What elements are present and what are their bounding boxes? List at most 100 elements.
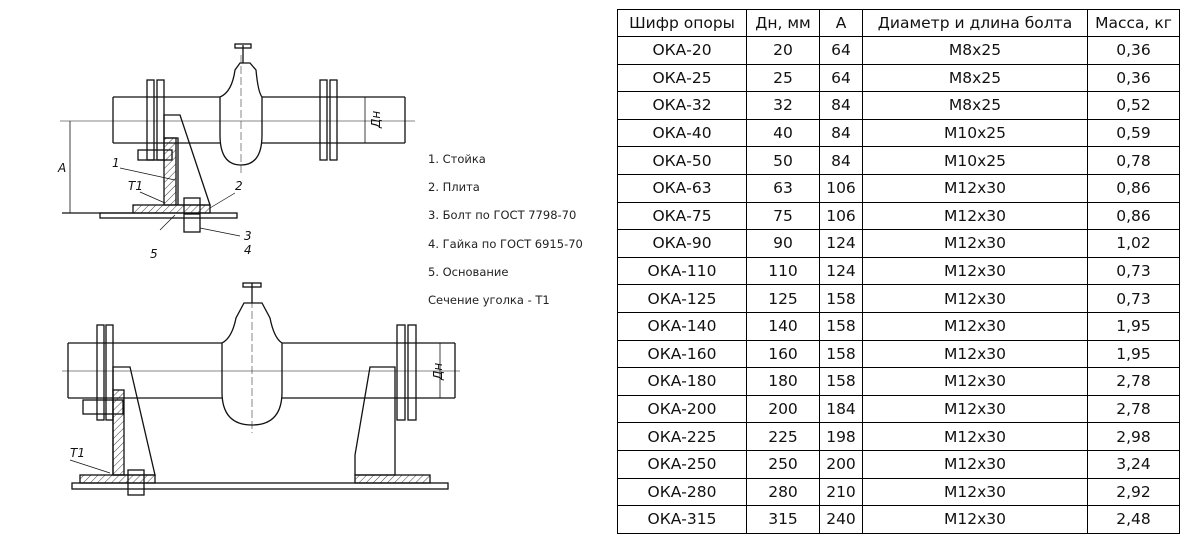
table-cell: 0,78 bbox=[1087, 146, 1180, 175]
table-cell: 0,73 bbox=[1087, 284, 1180, 313]
table-cell: ОКА-20 bbox=[617, 36, 747, 65]
legend-item: 5. Основание bbox=[428, 264, 509, 279]
table-cell: M10x25 bbox=[862, 146, 1088, 175]
part-1-label: 1 bbox=[112, 156, 120, 170]
legend-item: 2. Плита bbox=[428, 180, 480, 195]
table-cell: ОКА-180 bbox=[617, 367, 747, 396]
dim-dn-label-bottom: Дн bbox=[431, 363, 445, 381]
table-cell: M12x30 bbox=[862, 422, 1088, 451]
table-cell: 0,36 bbox=[1087, 63, 1180, 93]
column-header: А bbox=[819, 9, 863, 37]
table-cell: 158 bbox=[819, 311, 863, 341]
table-cell: 40 bbox=[746, 118, 820, 148]
table-cell: M12x30 bbox=[862, 449, 1088, 479]
table-cell: 1,95 bbox=[1087, 339, 1180, 369]
table-cell: 84 bbox=[819, 91, 863, 120]
table-cell: 184 bbox=[819, 394, 863, 424]
dim-dn-label: Дн bbox=[369, 111, 383, 129]
table-cell: M8x25 bbox=[862, 36, 1088, 65]
table-cell: 200 bbox=[746, 394, 820, 424]
table-cell: 2,48 bbox=[1087, 505, 1180, 534]
table-cell: M12x30 bbox=[862, 311, 1088, 341]
table-cell: 158 bbox=[819, 284, 863, 313]
table-cell: 64 bbox=[819, 36, 863, 65]
table-cell: 20 bbox=[746, 36, 820, 65]
table-cell: 140 bbox=[746, 311, 820, 341]
table-cell: 0,36 bbox=[1087, 36, 1180, 65]
table-cell: ОКА-160 bbox=[617, 339, 747, 369]
table-cell: 1,95 bbox=[1087, 311, 1180, 341]
table-cell: 32 bbox=[746, 91, 820, 120]
table-cell: M12x30 bbox=[862, 229, 1088, 258]
table-cell: 84 bbox=[819, 146, 863, 175]
table-cell: 75 bbox=[746, 201, 820, 231]
table-cell: 0,86 bbox=[1087, 173, 1180, 203]
part-4-label: 4 bbox=[244, 243, 252, 257]
dim-a-label: A bbox=[57, 161, 66, 175]
table-header-row: Шифр опоры Дн, мм А Диаметр и длина болт… bbox=[617, 9, 1180, 37]
table-cell: 84 bbox=[819, 118, 863, 148]
weld-label: T1 bbox=[128, 179, 143, 193]
part-5-label: 5 bbox=[150, 247, 158, 261]
table-cell: 64 bbox=[819, 63, 863, 93]
table-cell: 106 bbox=[819, 201, 863, 231]
table-cell: 180 bbox=[746, 367, 820, 396]
table-cell: 280 bbox=[746, 477, 820, 507]
table-cell: 0,86 bbox=[1087, 201, 1180, 231]
table-cell: ОКА-50 bbox=[617, 146, 747, 175]
legend-item: 3. Болт по ГОСТ 7798-70 bbox=[428, 208, 577, 223]
part-2-label: 2 bbox=[235, 179, 243, 193]
table-cell: ОКА-32 bbox=[617, 91, 747, 120]
table-cell: ОКА-63 bbox=[617, 173, 747, 203]
table-cell: ОКА-90 bbox=[617, 229, 747, 258]
table-cell: ОКА-140 bbox=[617, 311, 747, 341]
table-cell: 1,02 bbox=[1087, 229, 1180, 258]
table-cell: 200 bbox=[819, 449, 863, 479]
table-cell: ОКА-250 bbox=[617, 449, 747, 479]
top-view-drawing: A Дн 1 T1 2 5 3 4 bbox=[57, 43, 415, 261]
table-cell: ОКА-315 bbox=[617, 505, 747, 534]
table-cell: 90 bbox=[746, 229, 820, 258]
table-cell: M8x25 bbox=[862, 63, 1088, 93]
table-cell: 160 bbox=[746, 339, 820, 369]
table-cell: M12x30 bbox=[862, 284, 1088, 313]
table-cell: 63 bbox=[746, 173, 820, 203]
table-cell: ОКА-40 bbox=[617, 118, 747, 148]
column-header: Масса, кг bbox=[1087, 9, 1180, 37]
column-header: Дн, мм bbox=[746, 9, 820, 37]
table-cell: 225 bbox=[746, 422, 820, 451]
table-cell: 198 bbox=[819, 422, 863, 451]
table-cell: M8x25 bbox=[862, 91, 1088, 120]
table-cell: M10x25 bbox=[862, 118, 1088, 148]
table-cell: ОКА-75 bbox=[617, 201, 747, 231]
parts-legend: 1. Стойка 2. Плита 3. Болт по ГОСТ 7798-… bbox=[428, 152, 583, 321]
table-cell: 0,59 bbox=[1087, 118, 1180, 148]
table-cell: 25 bbox=[746, 63, 820, 93]
table-cell: M12x30 bbox=[862, 367, 1088, 396]
table-cell: M12x30 bbox=[862, 394, 1088, 424]
column-header: Диаметр и длина болта bbox=[862, 9, 1088, 37]
table-cell: 2,78 bbox=[1087, 394, 1180, 424]
support-drawing: A Дн 1 T1 2 5 3 4 T1 Дн bbox=[57, 43, 460, 496]
table-cell: 50 bbox=[746, 146, 820, 175]
weld-label-bottom: T1 bbox=[70, 446, 85, 460]
table-cell: ОКА-225 bbox=[617, 422, 747, 451]
table-cell: 2,78 bbox=[1087, 367, 1180, 396]
table-cell: M12x30 bbox=[862, 477, 1088, 507]
table-cell: 3,24 bbox=[1087, 449, 1180, 479]
table-cell: ОКА-110 bbox=[617, 256, 747, 286]
